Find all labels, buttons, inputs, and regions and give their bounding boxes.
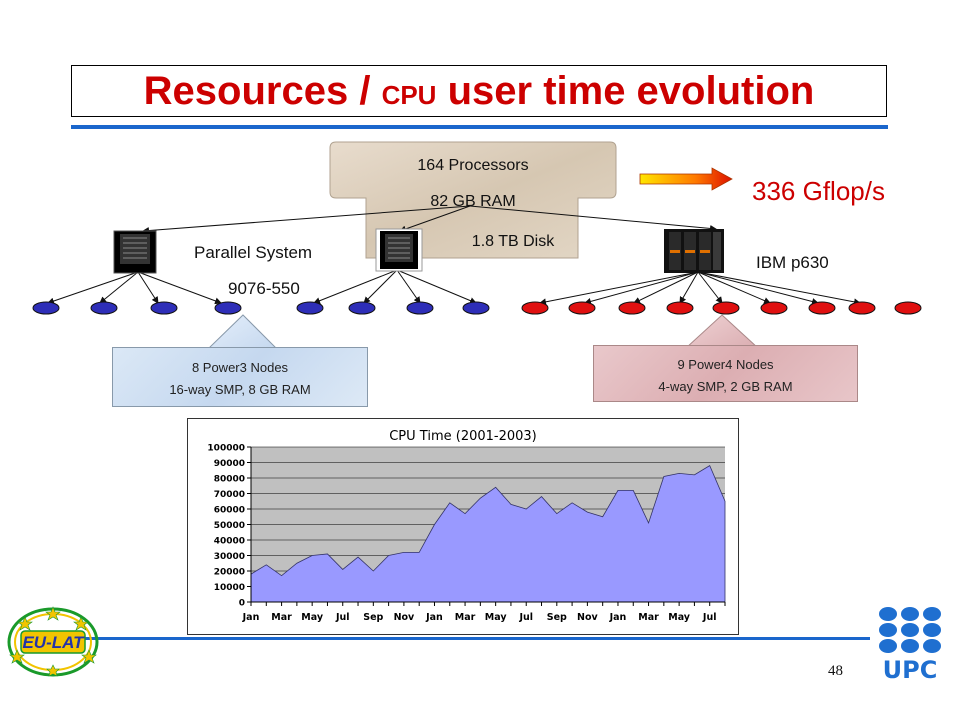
link-to-parallel-a (142, 205, 471, 235)
y-tick-label: 100000 (207, 444, 245, 454)
y-tick-label: 80000 (214, 475, 245, 485)
upc-logo-text: UPC (883, 656, 938, 682)
parallel-b-links (313, 269, 477, 305)
chart-title: CPU Time (2001-2003) (389, 429, 537, 444)
x-tick-label: Jul (335, 612, 350, 623)
y-tick-label: 70000 (214, 490, 245, 500)
x-tick-label: Sep (363, 612, 383, 623)
y-tick-label: 50000 (214, 521, 245, 531)
ibm-system-name: IBM p630 (756, 253, 829, 272)
area-series (250, 465, 726, 603)
upc-logo: UPC (879, 607, 941, 682)
server-icon-ibm (664, 229, 724, 273)
x-tick-label: Jul (702, 612, 717, 623)
title-underline (71, 125, 888, 129)
x-tick-label: May (668, 612, 691, 623)
y-tick-label: 30000 (214, 552, 245, 562)
x-tick-label: Sep (547, 612, 567, 623)
parallel-a-links (47, 271, 222, 305)
x-tick-label: May (301, 612, 324, 623)
cpu-time-chart-svg: CPU Time (2001-2003) 0 10000 20000 30000 400… (207, 429, 726, 623)
power4-nodes (521, 301, 922, 315)
performance-value: 336 Gflop/s (752, 176, 885, 206)
performance-arrow (639, 167, 733, 191)
slide-title: Resources / CPU user time evolution (143, 68, 815, 113)
server-icon-parallel-b (375, 228, 423, 272)
node-red (808, 301, 836, 315)
eulat-logo: EU-LAT (7, 606, 99, 677)
x-tick-label: Nov (394, 612, 415, 623)
link-to-ibm (469, 205, 717, 232)
cpu-time-area (250, 465, 726, 603)
y-axis: 0 10000 20000 30000 40000 50000 60000 70000 8000… (207, 444, 252, 609)
parallel-system-model: 9076-550 (228, 279, 300, 298)
node-red (848, 301, 876, 315)
server-icon-parallel-a (113, 230, 157, 274)
power4-nodes-count: 9 Power4 Nodes (677, 357, 774, 372)
node-red (618, 301, 646, 315)
node-red (666, 301, 694, 315)
x-axis: Jan Mar May Jul Sep Nov Jan Mar May Jul Sep Nov Jan M… (242, 601, 726, 623)
y-tick-label: 20000 (214, 568, 245, 578)
node-red (894, 301, 922, 315)
footer-rule (80, 637, 870, 640)
title-box: Resources / CPU user time evolution (71, 65, 887, 117)
spec-disk: 1.8 TB Disk (471, 233, 555, 250)
node-blue (406, 301, 434, 315)
spec-processors: 164 Processors (417, 157, 529, 174)
y-tick-label: 10000 (214, 583, 245, 593)
node-red (521, 301, 549, 315)
x-tick-label: May (485, 612, 508, 623)
node-red (568, 301, 596, 315)
power4-nodes-config: 4-way SMP, 2 GB RAM (658, 379, 793, 394)
topology-diagram (32, 141, 922, 357)
x-tick-label: Nov (577, 612, 598, 623)
node-blue (90, 301, 118, 315)
spec-ram: 82 GB RAM (430, 193, 516, 210)
x-tick-label: Jan (425, 612, 443, 623)
y-tick-label: 60000 (214, 506, 245, 516)
node-blue (348, 301, 376, 315)
cpu-time-chart: CPU Time (2001-2003) 0 10000 20000 30000 400… (187, 418, 739, 635)
parallel-system-name: Parallel System (194, 243, 313, 262)
node-red (760, 301, 788, 315)
y-tick-label: 0 (239, 599, 245, 609)
node-red (712, 301, 740, 315)
eulat-logo-text: EU-LAT (22, 633, 85, 652)
x-tick-label: Mar (638, 612, 659, 623)
x-tick-label: Mar (455, 612, 476, 623)
node-blue (32, 301, 60, 315)
x-tick-label: Jul (518, 612, 533, 623)
power3-nodes-box: 8 Power3 Nodes 16-way SMP, 8 GB RAM (112, 347, 368, 407)
power3-nodes (32, 301, 490, 315)
page-number: 48 (828, 663, 843, 679)
y-tick-label: 90000 (214, 459, 245, 469)
central-system-specs: 164 Processors 82 GB RAM 1.8 TB Disk (330, 142, 616, 258)
node-blue (296, 301, 324, 315)
power3-nodes-config: 16-way SMP, 8 GB RAM (169, 382, 311, 397)
x-tick-label: Jan (242, 612, 260, 623)
link-to-parallel-b (399, 205, 471, 233)
power4-nodes-box: 9 Power4 Nodes 4-way SMP, 2 GB RAM (593, 345, 858, 402)
y-tick-label: 40000 (214, 537, 245, 547)
power3-nodes-count: 8 Power3 Nodes (191, 360, 289, 375)
ibm-links (539, 271, 861, 306)
node-blue (214, 301, 242, 315)
node-blue (150, 301, 178, 315)
node-blue (462, 301, 490, 315)
x-tick-label: Jan (609, 612, 627, 623)
x-tick-label: Mar (271, 612, 292, 623)
